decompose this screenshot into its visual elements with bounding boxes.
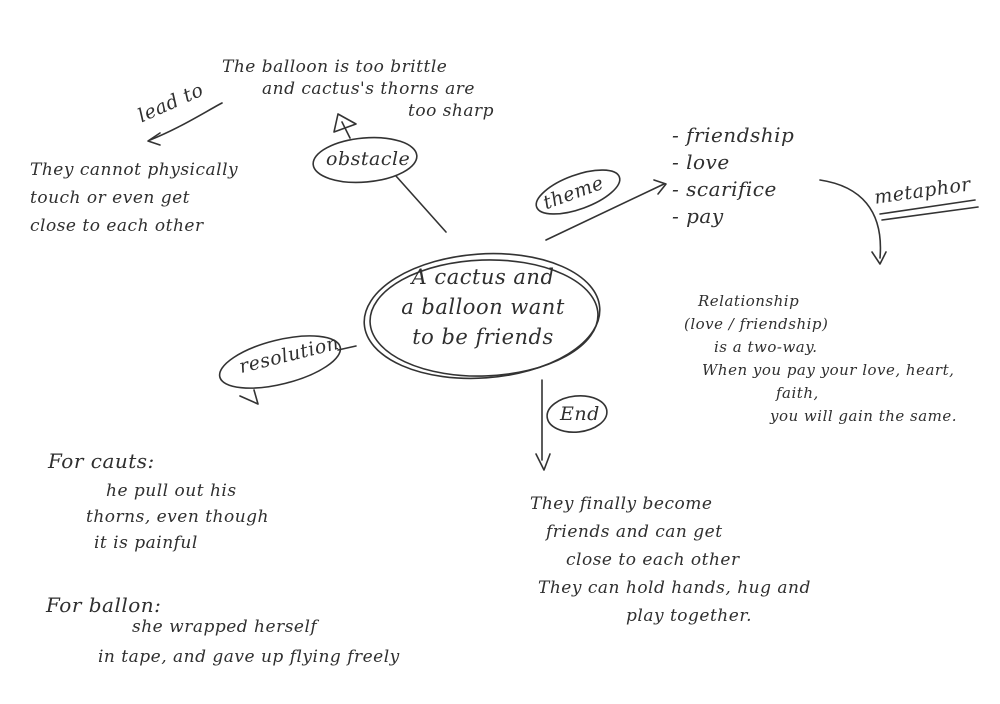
center-node-text: A cactus and a balloon want to be friend… [388, 262, 578, 352]
obstacle-line: The balloon is too brittle [222, 57, 448, 77]
balloon-text: she wrapped herself in tape, and gave up… [98, 612, 400, 672]
cactus-text: he pull out his thorns, even though it i… [86, 478, 269, 556]
metaphor-line: faith, [776, 384, 819, 402]
cactus-line: thorns, even though [86, 507, 269, 527]
cactus-line: he pull out his [106, 481, 237, 501]
obstacle-line: and cactus's thorns are [262, 79, 475, 99]
end-ellipse [546, 395, 608, 433]
center-ellipse [363, 252, 601, 380]
balloon-line: in tape, and gave up flying freely [98, 647, 400, 667]
center-line: a balloon want [401, 295, 565, 319]
lead-to-text: They cannot physically touch or even get… [30, 156, 238, 240]
end-line: close to each other [566, 550, 740, 570]
obstacle-ellipse [312, 136, 418, 184]
theme-ellipse [535, 169, 621, 215]
theme-list: - friendship - love - scarifice - pay [672, 122, 794, 230]
connector-obstacle-up [341, 121, 351, 139]
lead-to-line: They cannot physically [30, 160, 239, 180]
obstacle-label: obstacle [326, 148, 411, 170]
end-line: They finally become [530, 494, 713, 514]
metaphor-line: is a two-way. [714, 338, 818, 356]
metaphor-line: When you pay your love, heart, [702, 361, 955, 379]
theme-item: - pay [672, 204, 724, 228]
balloon-heading: For ballon: [46, 593, 162, 617]
balloon-line: she wrapped herself [132, 617, 318, 637]
end-line: friends and can get [546, 522, 723, 542]
connector-metaphor [819, 179, 882, 259]
end-line: play together. [626, 606, 752, 626]
center-line: A cactus and [411, 265, 555, 289]
end-text: They finally become friends and can get … [530, 490, 811, 630]
cactus-line: it is painful [94, 533, 198, 553]
connector-lead-to [149, 102, 223, 141]
lead-to-line: touch or even get [30, 188, 191, 208]
obstacle-text: The balloon is too brittle and cactus's … [222, 56, 494, 122]
arrowhead-metaphor [871, 251, 887, 265]
metaphor-line: you will gain the same. [770, 407, 958, 425]
end-label: End [560, 403, 600, 425]
arrowhead-resolution [239, 389, 259, 405]
metaphor-line: (love / friendship) [684, 315, 829, 333]
obstacle-line: too sharp [408, 101, 495, 121]
theme-item: - scarifice [672, 177, 777, 201]
end-line: They can hold hands, hug and [538, 578, 811, 598]
cactus-heading: For cauts: [48, 449, 155, 473]
theme-item: - love [672, 150, 730, 174]
resolution-ellipse [218, 335, 342, 389]
center-ellipse-outline [369, 259, 599, 377]
arrowhead-theme [653, 179, 667, 195]
metaphor-underline-1 [879, 199, 976, 215]
connector-theme [545, 183, 665, 241]
arrowhead-end [535, 453, 551, 471]
lead-to-line: close to each other [30, 216, 204, 236]
center-line: to be friends [412, 325, 554, 349]
arrowhead-obstacle [333, 113, 357, 133]
theme-item: - friendship [672, 123, 795, 147]
connector-obstacle [395, 175, 447, 233]
metaphor-text: Relationship (love / friendship) is a tw… [684, 290, 957, 428]
arrowhead-lead-to [147, 132, 161, 146]
metaphor-line: Relationship [698, 292, 800, 310]
metaphor-underline-2 [881, 206, 979, 221]
